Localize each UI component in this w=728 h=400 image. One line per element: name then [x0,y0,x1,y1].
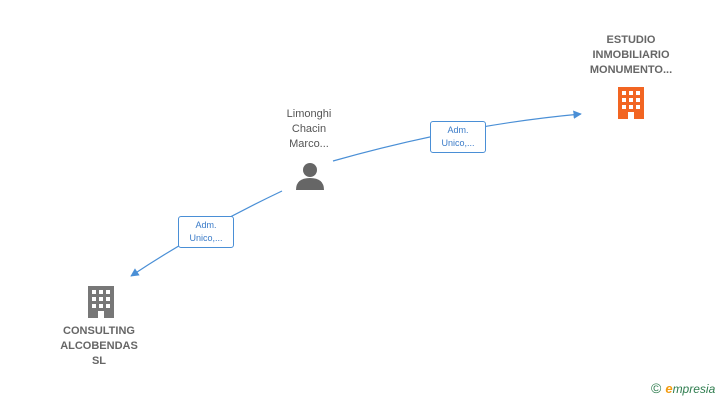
person-limonghi-label[interactable]: Limonghi Chacin Marco... [286,108,332,150]
brand-initial: e [665,381,673,396]
building-icon[interactable] [615,86,647,125]
company-consulting-label[interactable]: CONSULTING ALCOBENDAS SL [60,325,138,367]
building-icon[interactable] [85,285,117,324]
company-estudio-label[interactable]: ESTUDIO INMOBILIARIO MONUMENTO... [589,34,673,76]
person-icon[interactable] [295,161,325,196]
brand-logo: ©empresia [651,380,715,398]
edge-label-consulting[interactable]: Adm. Unico,... [178,216,234,248]
edge-label-estudio[interactable]: Adm. Unico,... [430,121,486,153]
copyright-icon: © [651,380,662,396]
brand-name: mpresia [672,382,716,396]
